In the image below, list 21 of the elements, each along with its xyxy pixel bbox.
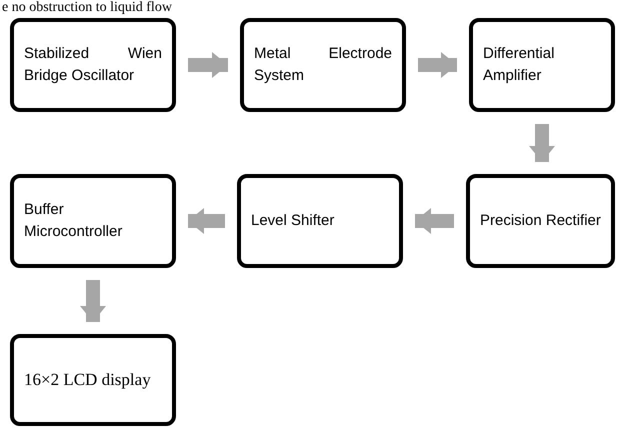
process-box (466, 174, 615, 268)
arrow (80, 280, 106, 322)
arrow (415, 208, 454, 234)
process-box (10, 334, 176, 426)
process-box (240, 18, 406, 112)
process-box (237, 174, 403, 268)
box-label: Stabilized Wien Bridge Oscillator (24, 44, 162, 86)
cropped-text: e no obstruction to liquid flow (2, 0, 172, 16)
process-box (469, 18, 615, 112)
process-box (10, 18, 176, 112)
box-label: Level Shifter (251, 211, 336, 231)
process-box (10, 174, 176, 268)
box-label: Buffer Microcontroller (24, 200, 124, 242)
box-label: Metal Electrode System (254, 44, 392, 86)
arrow (529, 124, 555, 162)
arrow (188, 208, 225, 234)
arrow (188, 52, 228, 78)
box-label: 16×2 LCD display (24, 369, 152, 391)
box-label: Precision Rectifier (480, 211, 601, 231)
box-label: Differential Amplifier (483, 44, 556, 86)
arrow (418, 52, 457, 78)
